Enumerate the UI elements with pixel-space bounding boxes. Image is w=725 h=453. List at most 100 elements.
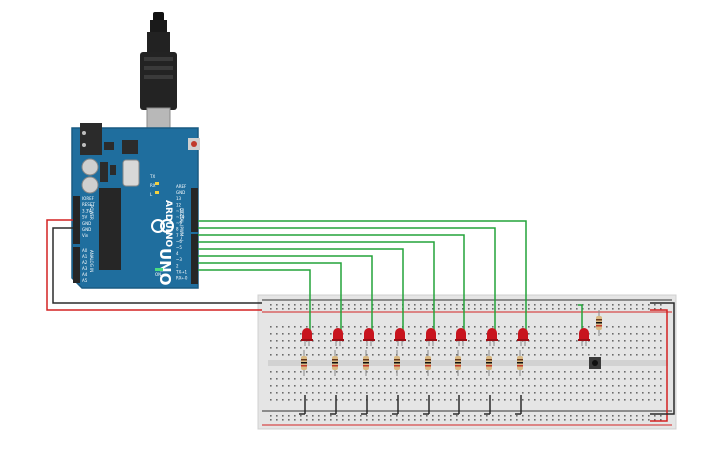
breadboard-hole[interactable]	[378, 419, 380, 421]
breadboard-hole[interactable]	[552, 333, 554, 335]
breadboard-hole[interactable]	[282, 304, 284, 306]
breadboard-hole[interactable]	[294, 399, 296, 401]
breadboard-hole[interactable]	[414, 340, 416, 342]
breadboard-hole[interactable]	[336, 385, 338, 387]
breadboard-hole[interactable]	[390, 333, 392, 335]
breadboard-hole[interactable]	[660, 371, 662, 373]
breadboard-hole[interactable]	[552, 399, 554, 401]
breadboard-hole[interactable]	[528, 371, 530, 373]
breadboard-hole[interactable]	[564, 333, 566, 335]
breadboard-hole[interactable]	[510, 354, 512, 356]
breadboard-hole[interactable]	[432, 354, 434, 356]
breadboard-hole[interactable]	[528, 308, 530, 310]
breadboard-hole[interactable]	[636, 308, 638, 310]
breadboard-hole[interactable]	[492, 392, 494, 394]
breadboard-hole[interactable]	[564, 340, 566, 342]
breadboard-hole[interactable]	[558, 354, 560, 356]
breadboard-hole[interactable]	[642, 304, 644, 306]
breadboard-hole[interactable]	[486, 415, 488, 417]
breadboard-hole[interactable]	[270, 347, 272, 349]
breadboard-hole[interactable]	[462, 419, 464, 421]
breadboard-hole[interactable]	[594, 371, 596, 373]
breadboard-hole[interactable]	[504, 419, 506, 421]
breadboard-hole[interactable]	[402, 419, 404, 421]
breadboard-hole[interactable]	[288, 304, 290, 306]
breadboard-hole[interactable]	[510, 333, 512, 335]
breadboard-hole[interactable]	[588, 347, 590, 349]
breadboard-hole[interactable]	[570, 354, 572, 356]
breadboard-hole[interactable]	[384, 399, 386, 401]
breadboard-hole[interactable]	[648, 347, 650, 349]
breadboard-hole[interactable]	[294, 326, 296, 328]
breadboard-hole[interactable]	[516, 385, 518, 387]
breadboard-hole[interactable]	[498, 378, 500, 380]
breadboard-hole[interactable]	[336, 371, 338, 373]
breadboard-hole[interactable]	[480, 385, 482, 387]
breadboard-hole[interactable]	[576, 385, 578, 387]
breadboard-hole[interactable]	[438, 419, 440, 421]
breadboard-hole[interactable]	[546, 392, 548, 394]
breadboard-hole[interactable]	[276, 378, 278, 380]
breadboard-hole[interactable]	[510, 326, 512, 328]
breadboard-hole[interactable]	[450, 354, 452, 356]
breadboard-hole[interactable]	[276, 385, 278, 387]
breadboard-hole[interactable]	[282, 354, 284, 356]
breadboard-hole[interactable]	[486, 347, 488, 349]
breadboard-hole[interactable]	[594, 419, 596, 421]
breadboard-hole[interactable]	[378, 371, 380, 373]
breadboard-hole[interactable]	[342, 419, 344, 421]
breadboard-hole[interactable]	[420, 304, 422, 306]
breadboard-hole[interactable]	[336, 415, 338, 417]
breadboard-hole[interactable]	[306, 326, 308, 328]
breadboard-hole[interactable]	[654, 399, 656, 401]
breadboard-hole[interactable]	[348, 340, 350, 342]
breadboard-hole[interactable]	[642, 326, 644, 328]
breadboard-hole[interactable]	[384, 354, 386, 356]
breadboard-hole[interactable]	[414, 392, 416, 394]
breadboard-hole[interactable]	[486, 326, 488, 328]
breadboard-hole[interactable]	[282, 371, 284, 373]
breadboard-hole[interactable]	[570, 333, 572, 335]
breadboard-hole[interactable]	[360, 378, 362, 380]
breadboard-hole[interactable]	[318, 378, 320, 380]
breadboard-hole[interactable]	[492, 419, 494, 421]
breadboard-hole[interactable]	[312, 371, 314, 373]
breadboard-hole[interactable]	[330, 340, 332, 342]
breadboard-hole[interactable]	[612, 347, 614, 349]
breadboard-hole[interactable]	[648, 399, 650, 401]
breadboard-hole[interactable]	[558, 419, 560, 421]
breadboard-hole[interactable]	[564, 385, 566, 387]
breadboard-hole[interactable]	[306, 308, 308, 310]
breadboard-hole[interactable]	[564, 354, 566, 356]
breadboard-hole[interactable]	[480, 371, 482, 373]
breadboard-hole[interactable]	[330, 304, 332, 306]
breadboard-hole[interactable]	[438, 340, 440, 342]
breadboard-hole[interactable]	[288, 385, 290, 387]
breadboard-hole[interactable]	[354, 304, 356, 306]
breadboard-hole[interactable]	[282, 378, 284, 380]
breadboard-hole[interactable]	[546, 326, 548, 328]
breadboard-hole[interactable]	[570, 308, 572, 310]
breadboard-hole[interactable]	[594, 308, 596, 310]
breadboard-hole[interactable]	[630, 333, 632, 335]
breadboard-hole[interactable]	[636, 385, 638, 387]
breadboard-hole[interactable]	[516, 340, 518, 342]
breadboard-hole[interactable]	[294, 304, 296, 306]
breadboard-hole[interactable]	[372, 347, 374, 349]
breadboard-hole[interactable]	[396, 399, 398, 401]
breadboard-hole[interactable]	[468, 326, 470, 328]
breadboard-hole[interactable]	[540, 399, 542, 401]
breadboard-hole[interactable]	[360, 354, 362, 356]
breadboard-hole[interactable]	[420, 347, 422, 349]
breadboard-hole[interactable]	[480, 354, 482, 356]
breadboard-hole[interactable]	[522, 385, 524, 387]
breadboard-hole[interactable]	[504, 347, 506, 349]
breadboard-hole[interactable]	[420, 419, 422, 421]
breadboard-hole[interactable]	[618, 415, 620, 417]
signal-wire[interactable]	[198, 234, 465, 330]
breadboard-hole[interactable]	[408, 419, 410, 421]
breadboard-hole[interactable]	[390, 371, 392, 373]
breadboard-hole[interactable]	[606, 333, 608, 335]
breadboard-hole[interactable]	[276, 371, 278, 373]
breadboard-hole[interactable]	[354, 399, 356, 401]
